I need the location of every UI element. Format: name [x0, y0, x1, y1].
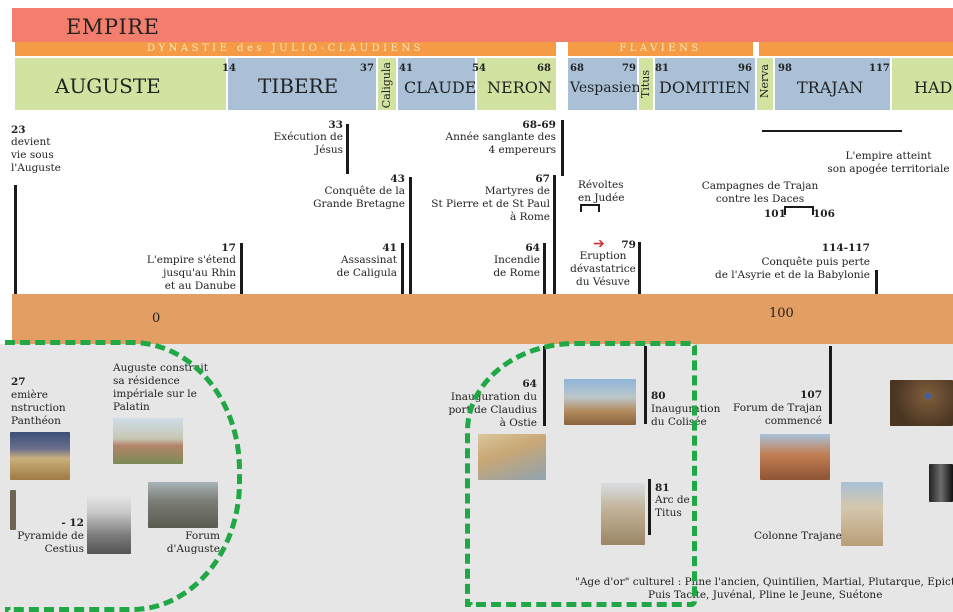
- event-114-line: [875, 270, 878, 295]
- event-79-text: Eruption dévastatrice du Vésuve: [570, 250, 636, 288]
- event-41-line: [401, 243, 404, 295]
- event-79-line: [638, 242, 641, 295]
- event-43-year: 43: [390, 173, 405, 185]
- empire-banner: EMPIRE: [12, 8, 953, 42]
- event-23-text: devient vie sous l'Auguste: [11, 136, 61, 174]
- highlight-flaviens: [465, 341, 697, 607]
- emperor-vespasien-label: Vespasien: [570, 80, 641, 96]
- year-68-vespasien: 68: [570, 63, 584, 74]
- year-54: 54: [472, 63, 486, 74]
- year-68: 68: [537, 63, 551, 74]
- event-23-year: 23: [11, 124, 26, 136]
- forum-trajan-year: 107: [800, 389, 822, 401]
- event-41-text: Assassinat de Caligula: [336, 254, 397, 279]
- age-dor-line-2: Puis Tacite, Juvénal, Pline le Jeune, Su…: [648, 589, 883, 601]
- forum-trajan-line: [829, 346, 832, 424]
- emperor-vespasien: Vespasien: [568, 58, 641, 110]
- event-67-line: [553, 175, 556, 295]
- emperor-caligula-label: Caligula: [380, 62, 393, 109]
- emperor-nerva: Nerva: [757, 58, 773, 110]
- sculpture-photo: [929, 464, 953, 502]
- year-98: 98: [778, 63, 792, 74]
- event-campagnes-year1: 101: [764, 208, 786, 220]
- year-81: 81: [655, 63, 669, 74]
- emperor-trajan-label: TRAJAN: [797, 78, 864, 97]
- emperor-titus-label: Titus: [639, 70, 652, 99]
- arrow-right-icon: ➔: [593, 236, 605, 252]
- colonne-photo: [841, 482, 883, 546]
- event-6869-text: Année sanglante des 4 empereurs: [445, 131, 556, 156]
- event-17-line: [240, 243, 243, 295]
- event-64-year: 64: [525, 242, 540, 254]
- event-17-text: L'empire s'étend jusqu'au Rhin et au Dan…: [146, 254, 236, 292]
- year-41: 41: [399, 63, 413, 74]
- timeline-zero: 0: [152, 311, 161, 326]
- event-campagnes-bracket: [784, 206, 814, 215]
- event-campagnes-year2: 106: [813, 208, 835, 220]
- arc-year: 81: [655, 482, 670, 494]
- emperor-hadrien: HAD: [892, 58, 953, 110]
- emperor-trajan: TRAJAN: [775, 58, 890, 110]
- dynasty-julio-claudiens: DYNASTIE des JULIO-CLAUDIENS: [15, 42, 556, 56]
- emperor-claude: CLAUDE: [398, 58, 477, 110]
- event-64-text: Incendie de Rome: [493, 254, 540, 279]
- event-33-line: [346, 124, 349, 174]
- event-114-year: 114-117: [821, 242, 870, 254]
- year-79: 79: [622, 63, 636, 74]
- forum-trajan-text: Forum de Trajan commencé: [733, 402, 822, 427]
- dynasty-flaviens: FLAVIENS: [568, 42, 753, 56]
- event-67-year: 67: [535, 173, 550, 185]
- edge-line: [14, 185, 17, 345]
- event-17-year: 17: [221, 242, 236, 254]
- emperor-hadrien-label: HAD: [914, 78, 953, 97]
- event-revoltes-text: Révoltes en Judée: [578, 179, 625, 204]
- event-apogee-text: L'empire atteint son apogée territoriale: [827, 150, 950, 175]
- event-67-text: Martyres de St Pierre et de St Paul à Ro…: [431, 185, 550, 223]
- event-43-text: Conquête de la Grande Bretagne: [313, 185, 405, 210]
- emperor-auguste: AUGUSTE: [15, 58, 226, 110]
- emperor-claude-label: CLAUDE: [404, 78, 477, 97]
- dynasty-blank: [759, 42, 953, 56]
- event-41-year: 41: [382, 242, 397, 254]
- emperor-domitien-label: DOMITIEN: [659, 78, 751, 97]
- emperor-titus: Titus: [639, 58, 653, 110]
- emperor-auguste-label: AUGUSTE: [55, 74, 161, 98]
- year-14: 14: [222, 63, 236, 74]
- empire-title: EMPIRE: [66, 15, 160, 39]
- event-64-line: [543, 243, 546, 295]
- event-revoltes-bracket: [580, 204, 600, 212]
- event-6869-year: 68-69: [522, 119, 556, 131]
- event-6869-line: [561, 120, 564, 176]
- emperor-tibere-label: TIBERE: [258, 74, 339, 98]
- event-79-year: 79: [621, 239, 636, 251]
- highlight-julio-claudiens: [5, 340, 242, 612]
- pantheon-interior-photo: [890, 380, 953, 426]
- emperor-nerva-label: Nerva: [758, 64, 771, 99]
- forum-trajan-photo: [760, 434, 830, 480]
- timeline-hundred: 100: [769, 306, 794, 321]
- timeline-band: 0 100: [12, 294, 953, 344]
- year-37: 37: [360, 63, 374, 74]
- event-33-year: 33: [328, 119, 343, 131]
- year-96: 96: [738, 63, 752, 74]
- emperor-domitien: DOMITIEN: [655, 58, 755, 110]
- event-43-line: [409, 177, 412, 296]
- emperor-neron: NERON: [477, 58, 556, 110]
- event-campagnes-text: Campagnes de Trajan contre les Daces: [701, 180, 819, 205]
- event-33-text: Exécution de Jésus: [273, 131, 343, 156]
- emperor-tibere: TIBERE: [228, 58, 376, 110]
- emperor-caligula: Caligula: [378, 58, 396, 110]
- emperor-neron-label: NERON: [487, 78, 552, 97]
- year-117: 117: [869, 63, 890, 74]
- event-114-text: Conquête puis perte de l'Asyrie et de la…: [715, 256, 870, 281]
- colonne-text: Colonne Trajane: [754, 530, 842, 542]
- apogee-line: [762, 130, 902, 132]
